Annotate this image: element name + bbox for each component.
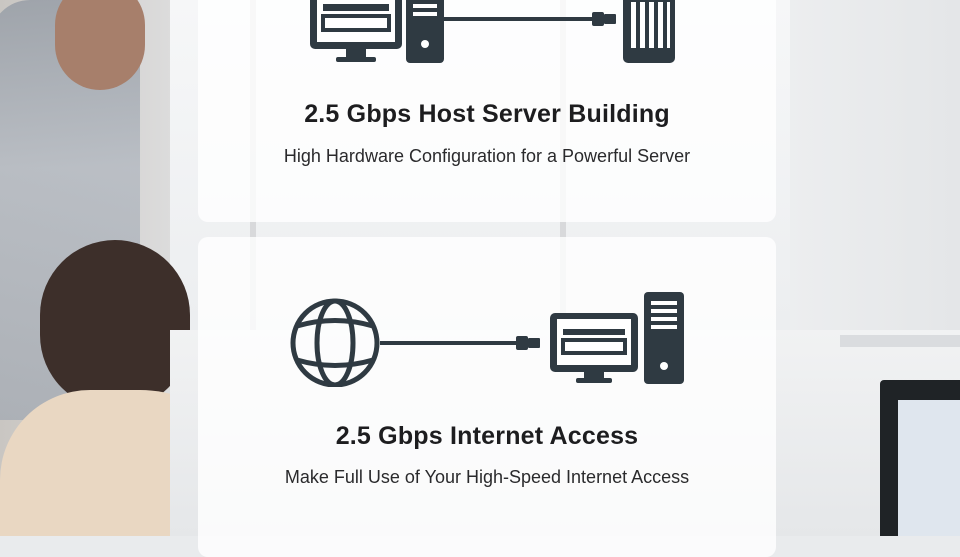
card-title: 2.5 Gbps Internet Access (335, 422, 639, 450)
globe-to-desktop-connection-icon (290, 292, 684, 387)
server-icon (623, 0, 675, 63)
globe-icon (290, 298, 380, 387)
background-monitor-screen (898, 400, 960, 536)
feature-card-host-server: 2.5 Gbps Host Server Building High Hardw… (198, 0, 776, 222)
seated-person-head (40, 240, 190, 410)
desktop-computer-icon (550, 292, 684, 384)
card-title: 2.5 Gbps Host Server Building (304, 100, 670, 128)
cubicle-divider (840, 335, 960, 347)
desktop-computer-icon (310, 0, 444, 63)
standing-person-head (55, 0, 145, 90)
network-cable (380, 341, 518, 345)
network-cable (444, 17, 594, 21)
card-subtitle: High Hardware Configuration for a Powerf… (283, 146, 691, 166)
feature-card-internet-access: 2.5 Gbps Internet Access Make Full Use o… (198, 237, 776, 557)
card-subtitle: Make Full Use of Your High-Speed Interne… (284, 467, 690, 487)
desktop-to-server-connection-icon (310, 0, 675, 63)
